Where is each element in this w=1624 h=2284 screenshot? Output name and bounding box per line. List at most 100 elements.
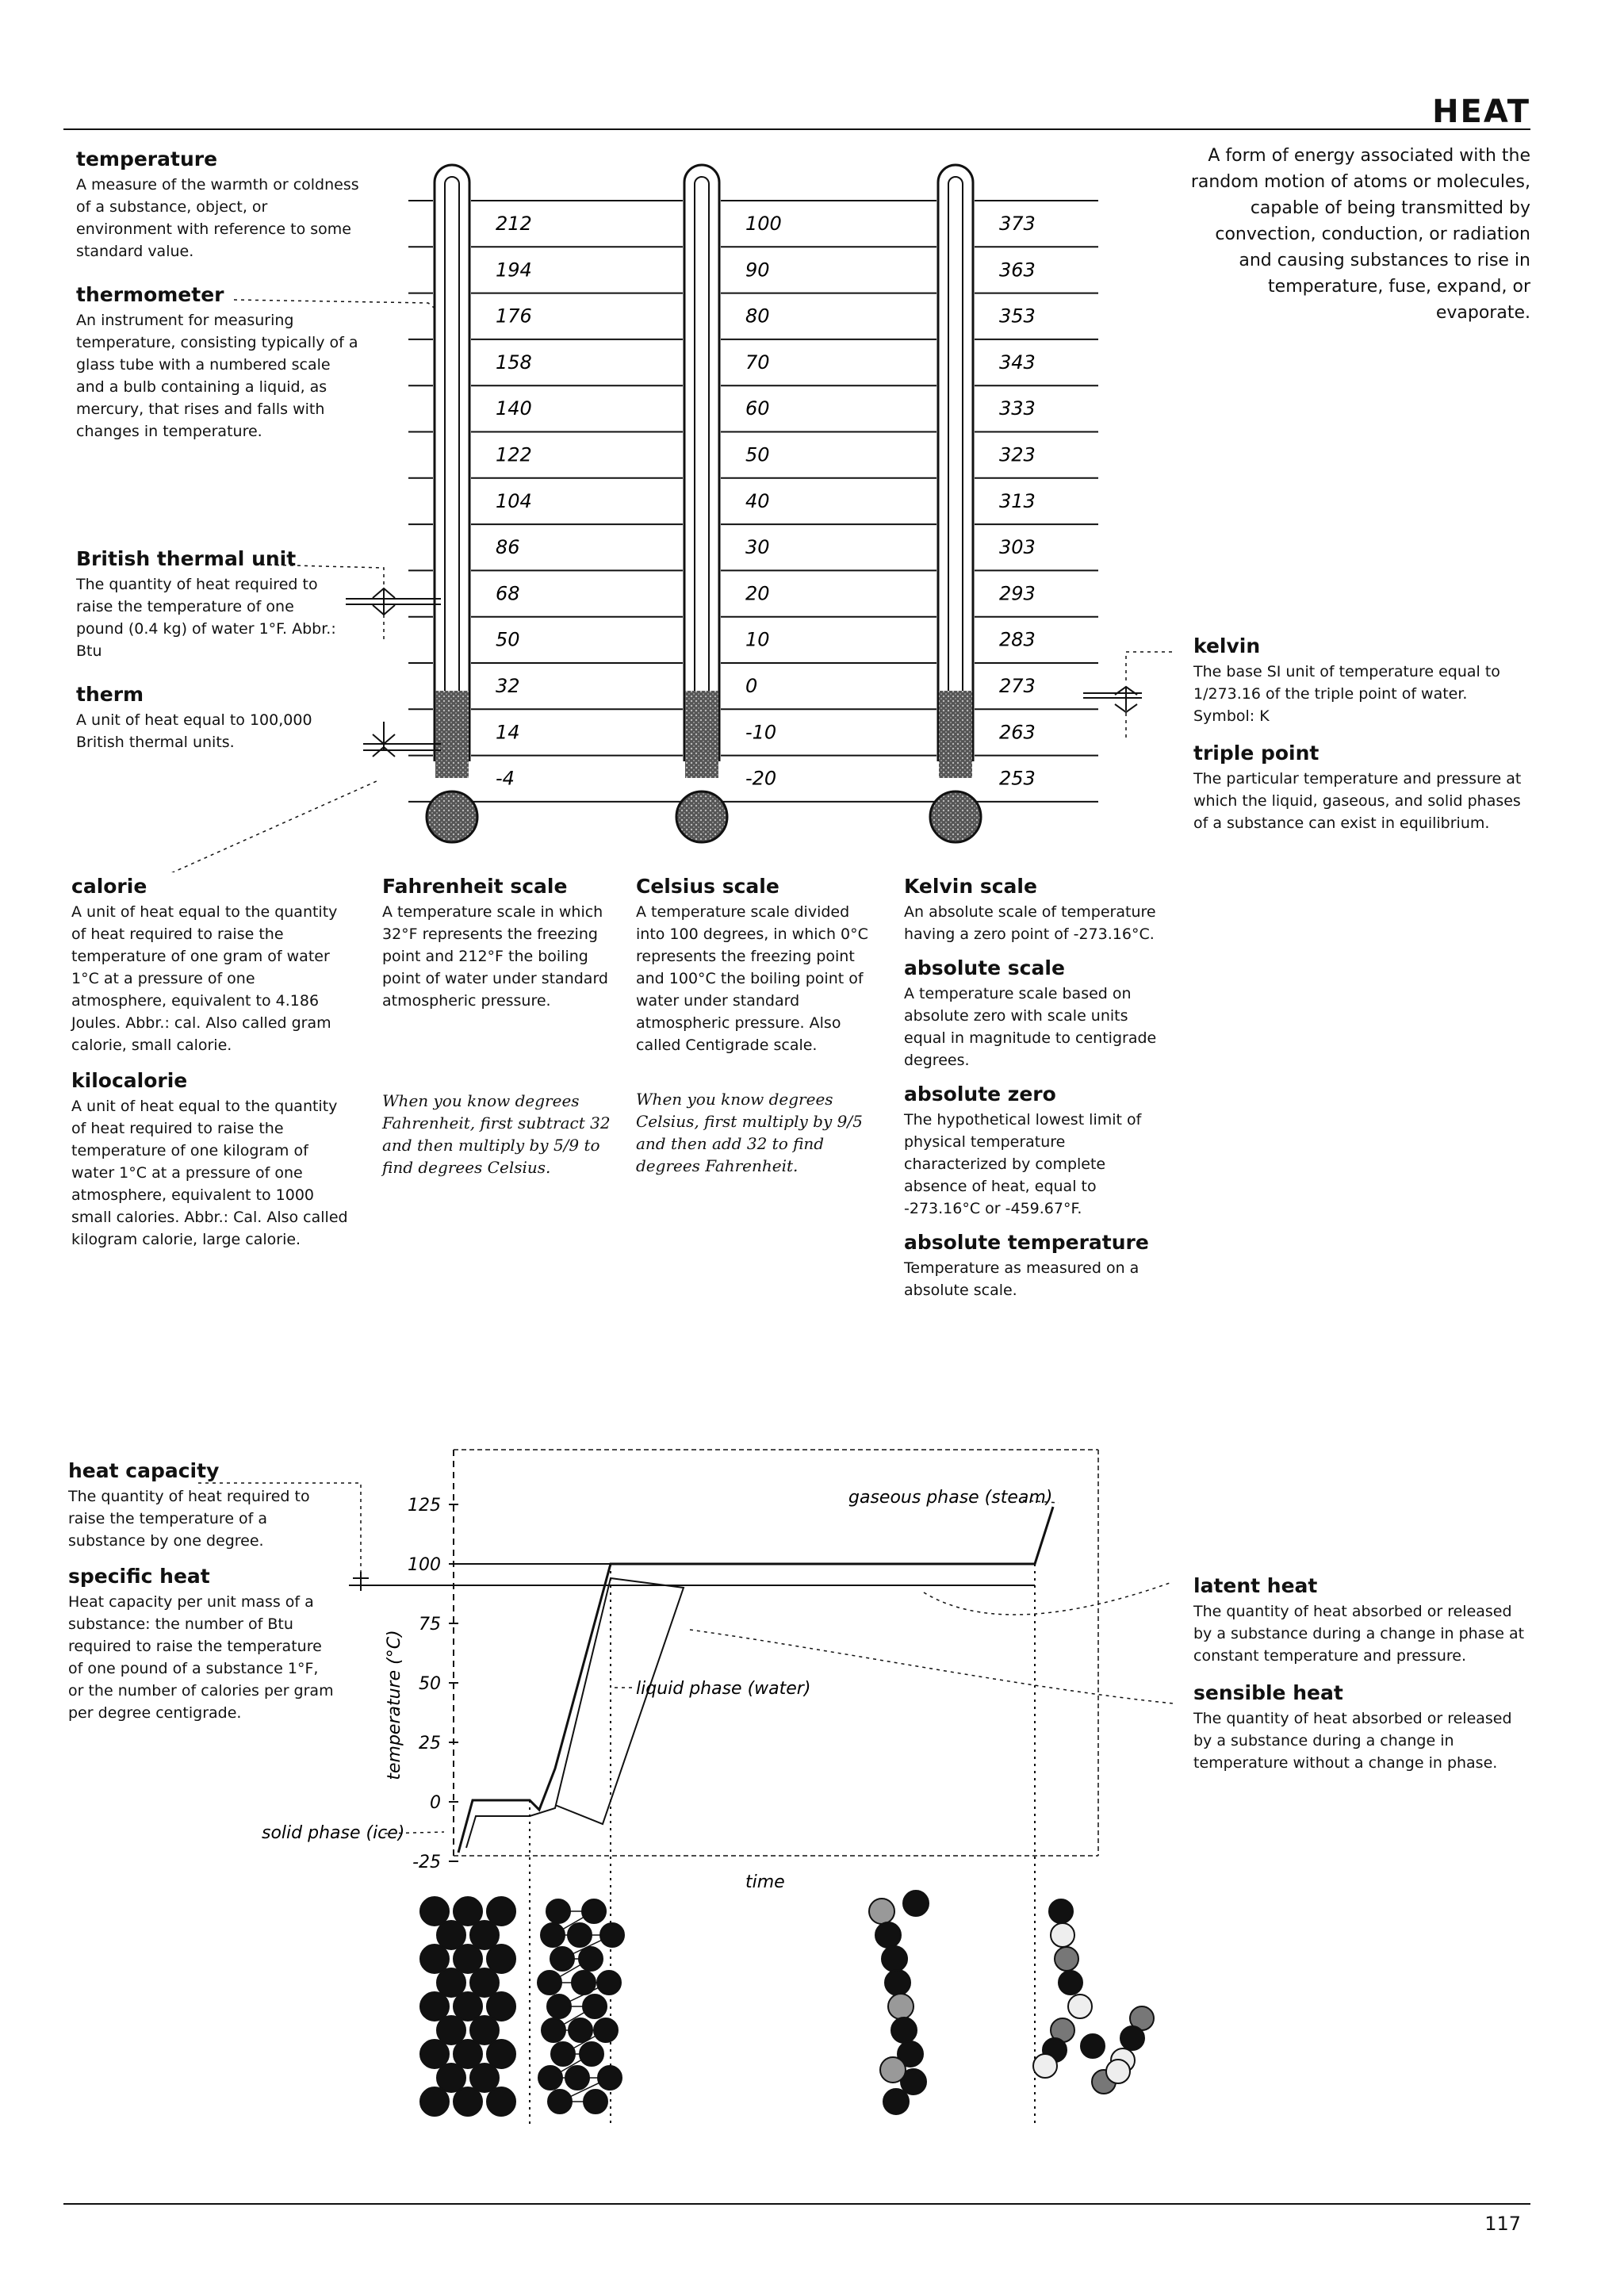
molecule-illustrations [419, 1890, 1155, 2117]
term-latent-heat: latent heat The quantity of heat absorbe… [1193, 1574, 1526, 1667]
term-definition: An absolute scale of temperature having … [904, 903, 1156, 943]
plot-frame [454, 1449, 1099, 1857]
molecule [453, 1944, 483, 1974]
scale-value: 323 [999, 444, 1036, 466]
term-title: heat capacity [68, 1459, 220, 1482]
term-absolute-zero: absolute zero The hypothetical lowest li… [904, 1083, 1166, 1220]
molecule [879, 2056, 906, 2083]
term-title: kelvin [1193, 634, 1261, 657]
y-tick-label: 50 [419, 1674, 441, 1694]
scale-grid-lines [408, 200, 1098, 803]
term-definition: A unit of heat equal to the quantity of … [71, 903, 338, 1054]
molecule [436, 2015, 466, 2045]
molecule [883, 2088, 910, 2115]
scale-value: 253 [999, 768, 1036, 790]
scale-value: 60 [745, 397, 770, 420]
molecule [1105, 2059, 1131, 2084]
molecule [436, 2063, 466, 2093]
molecule [419, 2039, 450, 2069]
scale-value: 343 [999, 351, 1036, 374]
term-triple-point: triple point The particular temperature … [1193, 742, 1526, 834]
molecule [582, 1994, 607, 2019]
conversion-note: When you know degrees Celsius, first mul… [636, 1090, 863, 1175]
term-title: Kelvin scale [904, 875, 1037, 898]
term-definition: A unit of heat equal to the quantity of … [71, 1098, 348, 1248]
scale-value: 212 [496, 213, 532, 235]
liquid-cluster [537, 1899, 625, 2114]
molecule [486, 1991, 516, 2021]
gas-molecules-dispersed [1032, 1899, 1155, 2094]
scale-value: 373 [999, 213, 1036, 235]
molecule [1058, 1970, 1083, 1995]
tube-outline [936, 163, 975, 761]
scale-value: 40 [745, 490, 770, 512]
scale-value: 363 [999, 259, 1036, 281]
molecule [596, 1970, 622, 1995]
molecule [547, 2089, 573, 2114]
tube-outline [433, 163, 471, 761]
molecule [1054, 1946, 1079, 1972]
scale-value: 70 [745, 351, 770, 374]
molecule [568, 2018, 593, 2043]
thermometer-illustration: 2121941761581401221048668503214-41009080… [171, 159, 1172, 872]
term-definition: The quantity of heat required to raise t… [76, 576, 336, 660]
term-title: specific heat [68, 1565, 210, 1588]
term-thermometer: thermometer An instrument for measuring … [76, 283, 362, 443]
molecule [1032, 2053, 1058, 2079]
molecule [541, 2018, 566, 2043]
term-title: thermometer [76, 283, 224, 306]
latent-heat-terms: latent heat The quantity of heat absorbe… [1193, 1574, 1526, 1774]
scale-value: -10 [745, 721, 776, 743]
term-definition: Heat capacity per unit mass of a substan… [68, 1593, 334, 1722]
gas-phase-label: gaseous phase (steam) [848, 1488, 1052, 1508]
molecule [597, 2065, 622, 2090]
scale-value: 86 [496, 536, 520, 558]
scale-value: 14 [496, 721, 520, 743]
molecule [567, 1922, 592, 1948]
term-kelvin: kelvin The base SI unit of temperature e… [1193, 634, 1526, 727]
tube-outline [683, 163, 721, 761]
celsius-thermometer [675, 159, 729, 844]
term-definition: A measure of the warmth or coldness of a… [76, 176, 359, 260]
molecule [469, 1968, 500, 1998]
molecule [537, 1970, 562, 1995]
term-definition: An instrument for measuring temperature,… [76, 312, 358, 440]
molecule [436, 1968, 466, 1998]
term-title: absolute temperature [904, 1231, 1149, 1254]
scale-value: 313 [999, 490, 1036, 512]
term-definition: A temperature scale divided into 100 deg… [636, 903, 868, 1054]
molecule [887, 1993, 914, 2020]
molecule [453, 2087, 483, 2117]
molecule [593, 2018, 619, 2043]
scale-value: -20 [745, 768, 776, 790]
term-title: therm [76, 683, 144, 706]
scale-value: 50 [745, 444, 770, 466]
molecule [902, 1890, 929, 1917]
scale-value: 80 [745, 305, 770, 328]
molecule [453, 1991, 483, 2021]
term-title: latent heat [1193, 1574, 1318, 1597]
scale-value: 32 [496, 675, 520, 697]
molecule [538, 2065, 563, 2090]
molecule [486, 1944, 516, 1974]
term-title: Fahrenheit scale [382, 875, 568, 898]
page-title: HEAT [1432, 94, 1530, 130]
molecule [891, 2017, 917, 2044]
scale-value: 104 [496, 490, 532, 512]
molecule [1067, 1994, 1093, 2019]
left-terms-lower: British thermal unit The quantity of hea… [76, 547, 338, 774]
column-kelvin: Kelvin scale An absolute scale of temper… [904, 875, 1166, 1301]
molecule [550, 1946, 575, 1972]
molecule [486, 1896, 516, 1926]
term-definition: The quantity of heat absorbed or release… [1193, 1603, 1525, 1665]
page-number: 117 [1484, 2213, 1521, 2235]
scale-value: 283 [999, 629, 1036, 651]
molecule [436, 1920, 466, 1950]
term-definition: A unit of heat equal to 100,000 British … [76, 711, 312, 751]
column-fahrenheit: Fahrenheit scale A temperature scale in … [382, 875, 620, 1178]
molecule [900, 2068, 927, 2095]
scale-value: 194 [496, 259, 532, 281]
tube-bore [694, 176, 710, 761]
gas-molecules [868, 1890, 929, 2115]
